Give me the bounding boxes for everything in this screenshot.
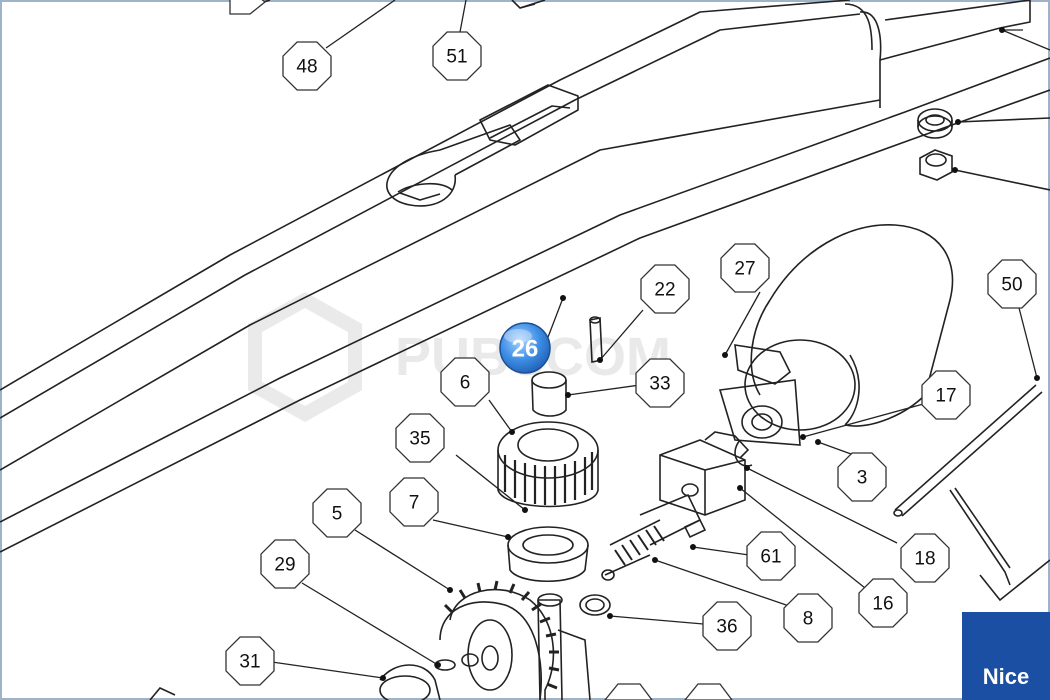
cup-7: [507, 526, 589, 583]
callout-17[interactable]: 17: [921, 370, 971, 420]
gear-5: [149, 580, 591, 700]
callout-36[interactable]: 36: [702, 601, 752, 651]
callout-label: 61: [760, 547, 781, 568]
brand-logo: Nice: [962, 612, 1050, 700]
callout-7[interactable]: 7: [389, 477, 439, 527]
callout-octagon: [440, 357, 490, 407]
callout-8[interactable]: 8: [783, 593, 833, 643]
callout-octagon: [635, 358, 685, 408]
callout-51[interactable]: 51: [432, 31, 482, 81]
gear-6: [497, 421, 599, 508]
callout-label: 27: [734, 259, 755, 280]
callout-33[interactable]: 33: [635, 358, 685, 408]
callout-61[interactable]: 61: [746, 531, 796, 581]
callout-octagon: [389, 477, 439, 527]
worm-shaft: [579, 439, 746, 616]
callout-label: 17: [935, 386, 956, 407]
callout-octagon: [225, 636, 275, 686]
callout-label: 5: [332, 504, 343, 525]
motor-assembly: [718, 224, 954, 467]
callout-label: 8: [803, 609, 814, 630]
bracket-18: [704, 431, 750, 459]
callout-label: 31: [239, 652, 260, 673]
callout-label: 22: [654, 280, 675, 301]
callout-29[interactable]: 29: [260, 539, 310, 589]
callout-16[interactable]: 16: [858, 578, 908, 628]
callout-50[interactable]: 50: [987, 259, 1037, 309]
washer-and-nut: [917, 108, 1050, 191]
callout-octagon: [640, 264, 690, 314]
callout-label: 50: [1001, 275, 1022, 296]
callout-label: 35: [409, 429, 430, 450]
highlight-label: 26: [512, 336, 539, 363]
callout-label: 51: [446, 47, 467, 68]
callout-octagon: [900, 533, 950, 583]
callout-octagon: [746, 531, 796, 581]
callout-label: 18: [914, 549, 935, 570]
callout-18[interactable]: 18: [900, 533, 950, 583]
callout-label: 36: [716, 617, 737, 638]
callout-label: 33: [649, 374, 670, 395]
leader-lines: [271, 0, 1050, 679]
callout-octagon: [395, 413, 445, 463]
callout-label: 3: [857, 468, 868, 489]
brand-text: Nice: [982, 664, 1030, 689]
rod-and-keys: [893, 384, 1050, 602]
leader-dots: [380, 27, 1040, 681]
callout-label: 48: [296, 57, 317, 78]
callout-octagon: [783, 593, 833, 643]
callout-octagon: [702, 601, 752, 651]
highlighted-callout-26[interactable]: 26: [499, 322, 551, 374]
callout-octagon: [432, 31, 482, 81]
callout-label: 7: [409, 493, 420, 514]
callout-35[interactable]: 35: [395, 413, 445, 463]
callout-27[interactable]: 27: [720, 243, 770, 293]
callout-octagon: [858, 578, 908, 628]
callout-octagon: [282, 41, 332, 91]
callout-label: 16: [872, 594, 893, 615]
callout-octagon: [720, 243, 770, 293]
callout-label: 6: [460, 373, 471, 394]
callout-octagon: [921, 370, 971, 420]
callout-octagon: [312, 488, 362, 538]
callout-layer: 48 51 22 27 50 6 33 35 17 3 7 5 18 29 61 16 36 8 31: [225, 31, 1037, 686]
callout-label: 29: [274, 555, 295, 576]
callout-octagon: [837, 452, 887, 502]
callout-octagon: [987, 259, 1037, 309]
callout-6[interactable]: 6: [440, 357, 490, 407]
callout-3[interactable]: 3: [837, 452, 887, 502]
callout-31[interactable]: 31: [225, 636, 275, 686]
partial-callouts: [229, 0, 733, 700]
callout-octagon: [260, 539, 310, 589]
callout-22[interactable]: 22: [640, 264, 690, 314]
callout-48[interactable]: 48: [282, 41, 332, 91]
callout-5[interactable]: 5: [312, 488, 362, 538]
